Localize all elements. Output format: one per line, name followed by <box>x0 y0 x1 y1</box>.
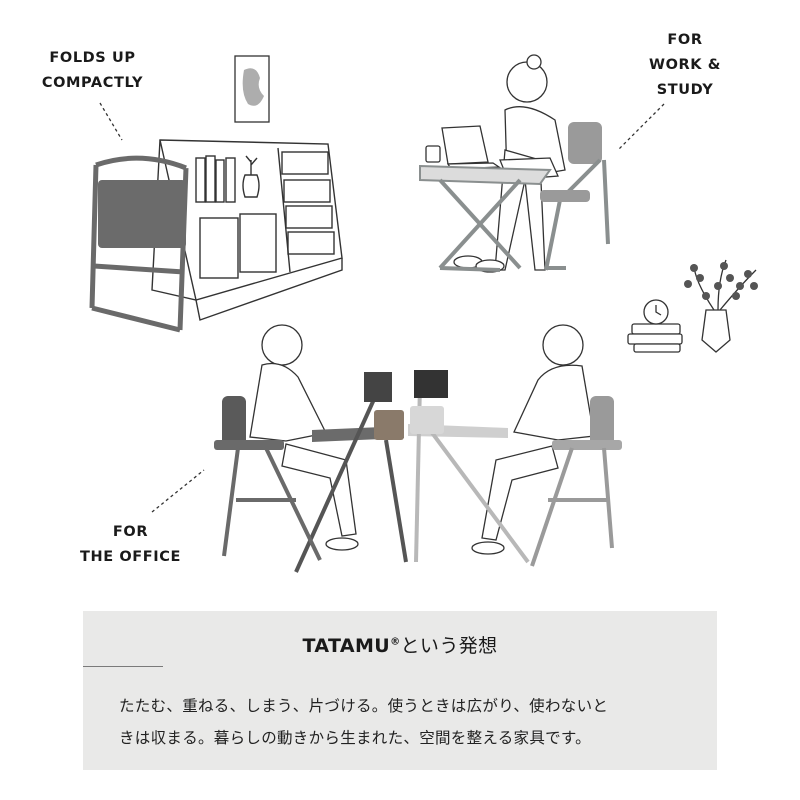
leader-lines <box>99 102 665 513</box>
label-line: COMPACTLY <box>41 75 144 91</box>
panel-divider <box>83 666 163 667</box>
study-desk <box>419 164 552 272</box>
cabinet <box>151 139 343 321</box>
office-man-left <box>249 324 359 551</box>
clock-and-books <box>627 299 683 353</box>
label-line: STUDY <box>656 82 714 98</box>
illustration <box>89 54 758 573</box>
label-folds-up-compactly: FOLDS UP COMPACTLY <box>20 46 165 96</box>
panel-title-rest: という発想 <box>400 635 498 657</box>
panel-body-line: たたむ、重ねる、しまう、片づける。使うときは広がり、使わないと <box>119 697 609 715</box>
label-for-the-office: FOR THE OFFICE <box>58 520 203 570</box>
leader-line-work <box>617 103 665 151</box>
label-for-work-study: FOR WORK & STUDY <box>620 28 750 103</box>
label-line: FOR <box>112 524 149 540</box>
leader-line-office <box>151 469 205 513</box>
office-man-right <box>471 324 595 555</box>
office-chair-left <box>214 396 322 561</box>
label-line: FOR <box>667 32 703 48</box>
info-panel: TATAMU®という発想 たたむ、重ねる、しまう、片づける。使うときは広がり、使… <box>83 611 717 770</box>
wall-picture <box>234 55 270 123</box>
label-line: THE OFFICE <box>79 549 182 565</box>
panel-title-brand: TATAMU <box>302 635 391 657</box>
registered-mark: ® <box>390 636 401 648</box>
panel-body-text: たたむ、重ねる、しまう、片づける。使うときは広がり、使わないと きは収まる。暮ら… <box>119 690 687 754</box>
label-line: WORK & <box>648 57 721 73</box>
folded-chair <box>89 155 189 333</box>
panel-title: TATAMU®という発想 <box>83 631 717 658</box>
leader-line-folds <box>99 102 123 141</box>
panel-body-line: きは収まる。暮らしの動きから生まれた、空間を整える家具です。 <box>119 729 591 747</box>
office-desk-light <box>408 370 530 564</box>
label-line: FOLDS UP <box>49 50 136 66</box>
plant-vase <box>684 259 758 353</box>
study-chair <box>540 122 610 271</box>
office-chair-right <box>530 396 622 567</box>
